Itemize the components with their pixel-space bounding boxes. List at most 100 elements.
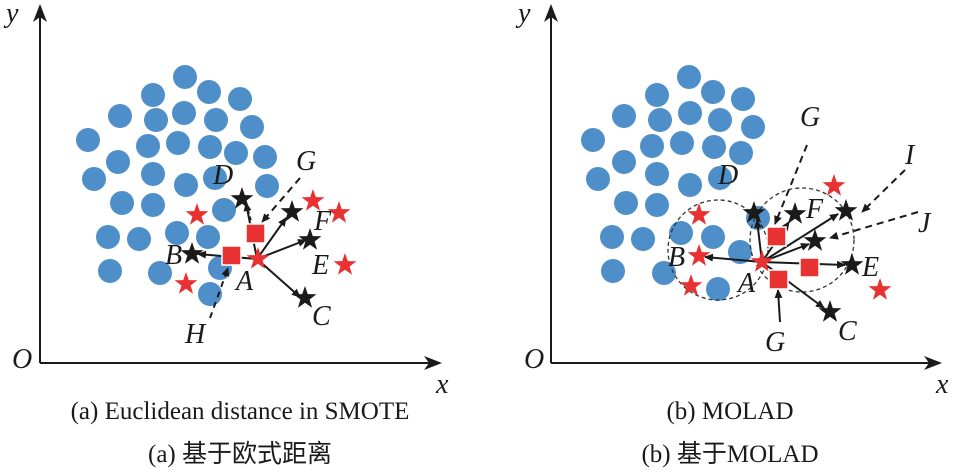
majority-point (110, 191, 134, 215)
majority-point (652, 261, 676, 285)
arrow-j (829, 211, 919, 240)
majority-point (253, 145, 277, 169)
majority-point (708, 166, 732, 190)
panel-a-caption-zh: (a) 基于欧式距离 (148, 441, 332, 468)
panel-a-red-square-upper (245, 223, 266, 244)
majority-point (614, 191, 638, 215)
synthetic-star-f (783, 202, 807, 224)
panel-b-red-square-upper (766, 226, 787, 247)
panel-a-y-arrow (33, 4, 47, 22)
panel-a-label-f: F (313, 206, 332, 237)
synthetic-star-j (803, 229, 827, 251)
majority-point (174, 173, 198, 197)
panel-b: y O x (515, 0, 949, 400)
majority-point (141, 193, 165, 217)
panel-a-label-g: G (296, 146, 316, 177)
arrow-g-top (774, 144, 808, 225)
minority-star (333, 253, 357, 275)
majority-point (678, 173, 702, 197)
majority-point (197, 80, 221, 104)
panel-b-label-f: F (805, 194, 824, 225)
panel-b-label-a: A (736, 268, 756, 299)
majority-point (645, 162, 669, 186)
panel-a-majority-circles (76, 65, 279, 306)
majority-point (645, 83, 669, 107)
majority-point (601, 259, 625, 283)
panel-b-label-g-bottom: G (765, 327, 785, 358)
majority-point (645, 193, 669, 217)
panel-b-x-arrow (924, 356, 942, 370)
arrow-a-to-i (761, 213, 839, 263)
majority-point (708, 108, 732, 132)
arrow-h (209, 267, 230, 319)
panel-b-neighbourhood-right (749, 187, 855, 293)
panel-b-label-c: C (838, 316, 857, 347)
majority-point (203, 166, 227, 190)
panel-b-label-j: J (918, 208, 932, 239)
panel-b-red-square-lower (768, 269, 789, 290)
panel-b-origin-label: O (524, 344, 544, 375)
panel-a: y O x (3, 0, 449, 400)
majority-point (701, 80, 725, 104)
panel-b-y-arrow (544, 4, 558, 22)
panel-a-label-d: D (212, 160, 233, 191)
panel-b-red-square-right (799, 257, 820, 278)
arrow-g (261, 177, 301, 223)
majority-point (648, 108, 672, 132)
panel-b-label-e: E (861, 252, 879, 283)
majority-point (141, 162, 165, 186)
majority-point (586, 167, 610, 191)
panel-a-origin-label: O (12, 344, 32, 375)
synthetic-star-i (834, 199, 858, 221)
majority-point (612, 150, 636, 174)
panel-b-label-i: I (904, 140, 916, 171)
panel-a-y-label: y (3, 0, 19, 29)
minority-star (174, 272, 198, 294)
majority-point (108, 104, 132, 128)
majority-point (631, 227, 655, 251)
arrow-a-to-c (256, 258, 301, 298)
panel-a-x-label: x (435, 369, 449, 400)
majority-point (136, 134, 160, 158)
majority-point (204, 108, 228, 132)
majority-point (612, 104, 636, 128)
majority-point (677, 65, 701, 89)
majority-point (144, 108, 168, 132)
panel-a-x-arrow (424, 356, 442, 370)
majority-point (172, 101, 196, 125)
majority-point (255, 174, 279, 198)
majority-point (166, 131, 190, 155)
panel-b-x-label: x (935, 369, 949, 400)
majority-point (76, 128, 100, 152)
panel-a-caption-en: (a) Euclidean distance in SMOTE (70, 398, 410, 425)
majority-point (98, 259, 122, 283)
majority-point (640, 134, 664, 158)
majority-point (701, 225, 725, 249)
majority-point (678, 101, 702, 125)
panel-b-label-g-top: G (800, 102, 820, 133)
minority-star (185, 203, 209, 225)
panel-b-label-d: D (717, 160, 738, 191)
majority-point (581, 128, 605, 152)
arrow-i (861, 169, 906, 213)
majority-point (96, 225, 120, 249)
panel-a-red-square-lower (221, 245, 242, 266)
arrow-g-bottom (774, 289, 783, 323)
arrow-a-to-f1 (256, 217, 287, 260)
synthetic-star-f1 (280, 200, 304, 222)
majority-point (173, 65, 197, 89)
panel-b-label-b: B (668, 242, 685, 273)
majority-point (600, 225, 624, 249)
minority-star (822, 174, 846, 196)
majority-point (224, 141, 248, 165)
majority-point (731, 87, 755, 111)
majority-point (212, 198, 236, 222)
majority-point (196, 225, 220, 249)
panel-b-neighbourhood-left (667, 199, 769, 301)
majority-point (82, 167, 106, 191)
panel-b-y-label: y (515, 0, 531, 29)
majority-point (669, 221, 693, 245)
majority-point (670, 131, 694, 155)
synthetic-star-e (840, 253, 864, 275)
majority-point (198, 135, 222, 159)
